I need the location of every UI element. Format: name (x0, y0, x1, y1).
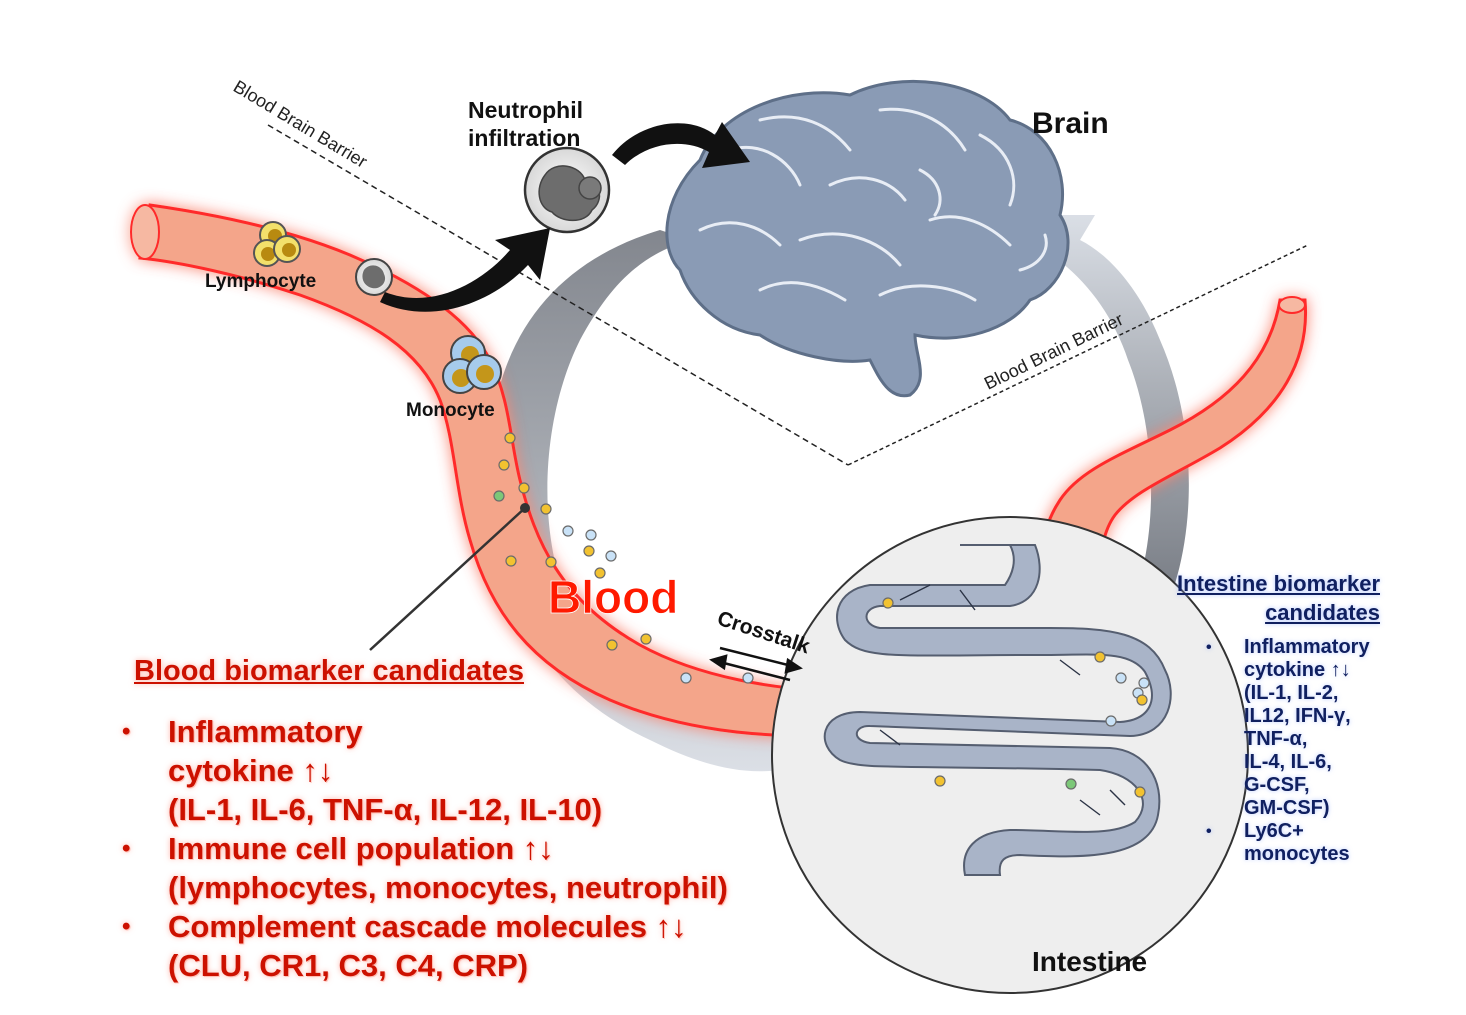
monocyte-cells (442, 335, 502, 394)
blood-biomarker-item: • Immune cell population ↑↓ (lymphocytes… (122, 829, 822, 907)
neutrophil-infiltration-cell (523, 146, 611, 234)
bullet: • (122, 718, 131, 745)
item-line: IL-4, IL-6, (1244, 751, 1332, 773)
intestine-magnified-view (771, 516, 1249, 994)
heading-line: Intestine biomarker (1177, 571, 1380, 596)
blood-biomarker-item: • Inflammatory cytokine ↑↓ (IL-1, IL-6, … (122, 712, 822, 829)
item-line: Complement cascade molecules ↑↓ (168, 909, 687, 944)
blood-label: Blood (548, 571, 678, 623)
item-line: IL12, IFN-γ, (1244, 705, 1351, 727)
intestine-biomarker-item: • Inflammatory cytokine ↑↓ (IL-1, IL-2, … (1200, 636, 1430, 820)
blood-pointer-line (369, 503, 530, 651)
brain-icon (665, 79, 1070, 398)
monocyte-label: Monocyte (406, 400, 495, 421)
intestine-biomarker-heading: Intestine biomarker candidates (1140, 569, 1380, 627)
item-line: (IL-1, IL-2, (1244, 682, 1339, 704)
item-line: G-CSF, (1244, 774, 1310, 796)
blood-biomarker-list: • Inflammatory cytokine ↑↓ (IL-1, IL-6, … (122, 712, 822, 985)
bullet: • (122, 835, 131, 862)
bullet: • (1206, 823, 1212, 840)
neutrophil-label-line1: Neutrophil (468, 97, 583, 123)
neutrophil-label-line2: infiltration (468, 125, 580, 151)
item-line: Ly6C+ (1244, 820, 1304, 842)
lymphocyte-label: Lymphocyte (205, 271, 316, 292)
item-line: cytokine ↑↓ (168, 753, 334, 788)
cytokine-molecules-blood (493, 432, 754, 684)
brain-label: Brain (1032, 107, 1109, 140)
intestine-biomarker-list: • Inflammatory cytokine ↑↓ (IL-1, IL-2, … (1200, 636, 1430, 866)
item-line: cytokine ↑↓ (1244, 659, 1351, 681)
cycle-arrow-right (1020, 215, 1189, 640)
item-line: (lymphocytes, monocytes, neutrophil) (168, 870, 728, 905)
bbb-label-top: Blood Brain Barrier (230, 76, 371, 171)
item-line: Immune cell population ↑↓ (168, 831, 554, 866)
blood-biomarker-heading: Blood biomarker candidates (134, 655, 524, 687)
item-line: Inflammatory (168, 714, 363, 749)
bullet: • (122, 913, 131, 940)
item-line: TNF-α, (1244, 728, 1308, 750)
intestine-label: Intestine (1032, 946, 1147, 977)
cytokine-molecules-intestine (882, 597, 1150, 798)
item-line: monocytes (1244, 843, 1350, 865)
infiltration-arrow-to-brain (612, 122, 750, 168)
neutrophil-cell-in-vessel (355, 258, 393, 296)
blood-brain-barrier-line (267, 124, 1309, 466)
item-line: Inflammatory (1244, 636, 1370, 658)
lymphocyte-cells (253, 221, 301, 267)
neutrophil-migration-arrow (380, 228, 550, 312)
item-line: GM-CSF) (1244, 797, 1330, 819)
blood-biomarker-item: • Complement cascade molecules ↑↓ (CLU, … (122, 907, 822, 985)
heading-line: candidates (1265, 600, 1380, 625)
item-line: (CLU, CR1, C3, C4, CRP) (168, 948, 528, 983)
intestine-biomarker-item: • Ly6C+ monocytes (1200, 820, 1430, 866)
item-line: (IL-1, IL-6, TNF-α, IL-12, IL-10) (168, 792, 603, 827)
bullet: • (1206, 639, 1212, 656)
crosstalk-arrows (709, 646, 803, 682)
